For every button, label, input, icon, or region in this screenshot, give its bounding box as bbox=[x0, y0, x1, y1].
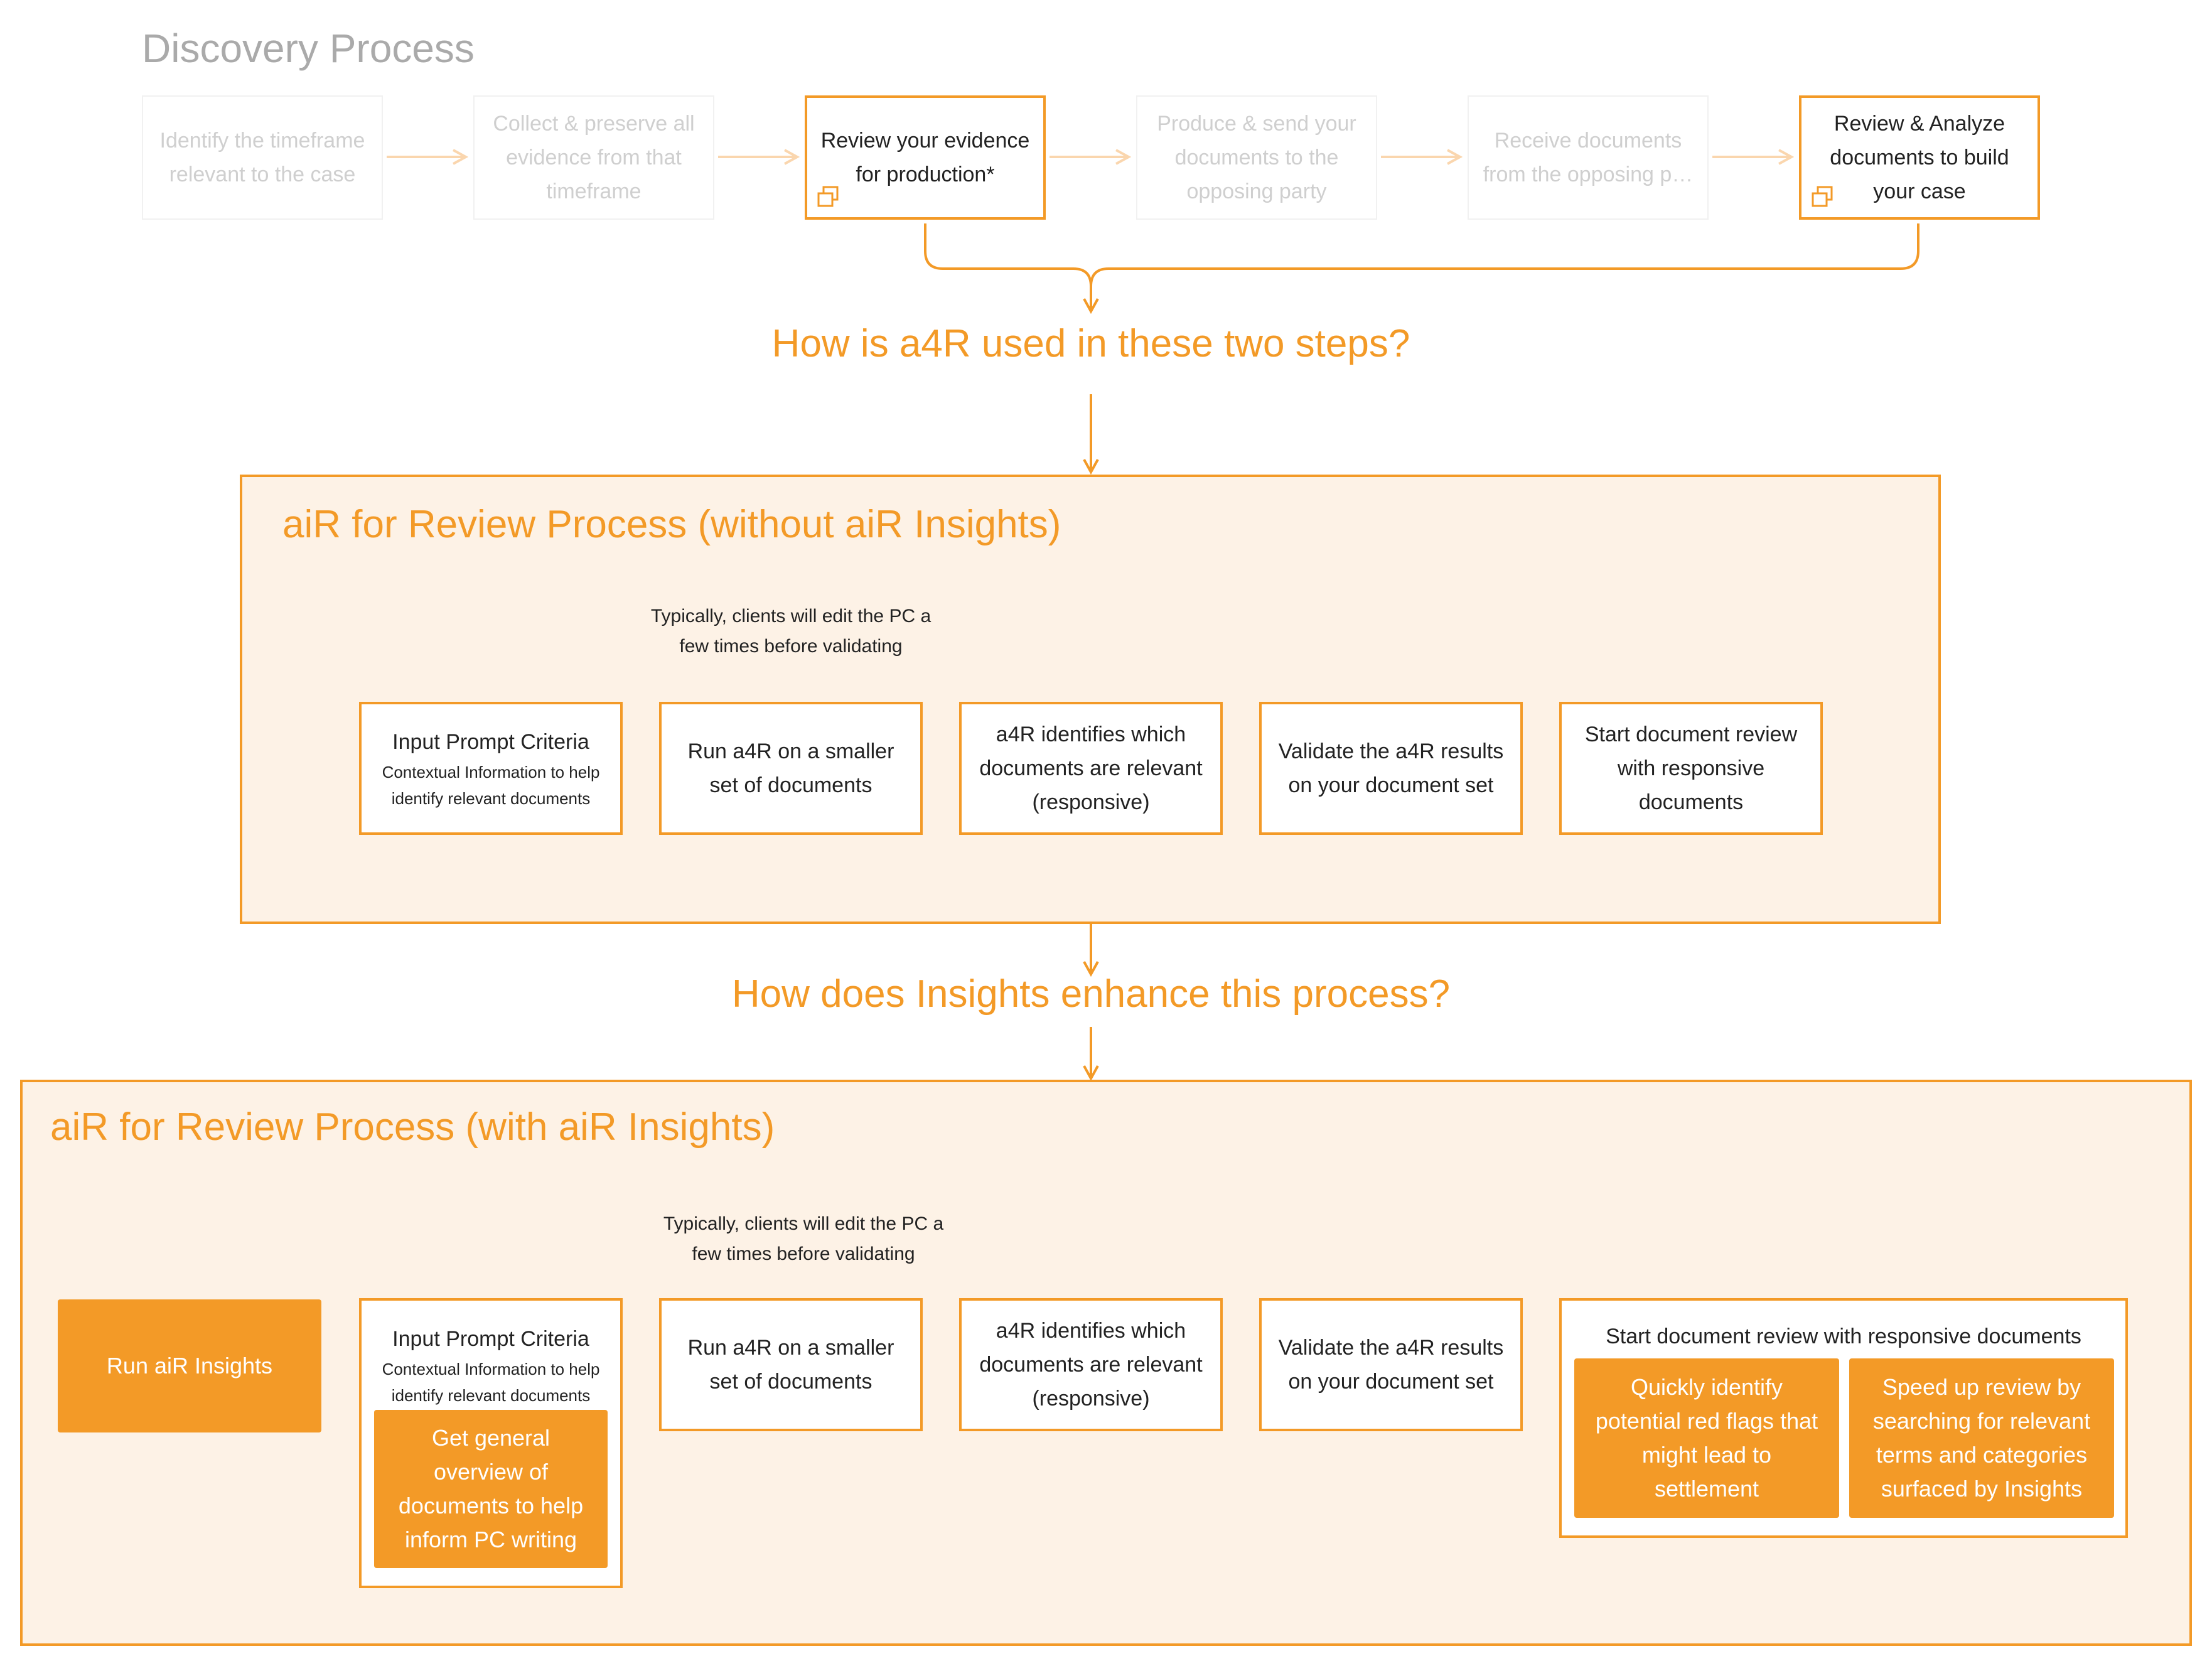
insight-general-overview: Get general overview of documents to hel… bbox=[374, 1410, 608, 1568]
discovery-step-receive-documents: Receive documents from the opposing p… bbox=[1468, 95, 1709, 220]
panel-without-insights-title: aiR for Review Process (without aiR Insi… bbox=[282, 503, 1061, 546]
step-title: Start document review with responsive do… bbox=[1584, 723, 1798, 814]
linked-steps-icon bbox=[1812, 186, 1833, 207]
discovery-step-identify-timeframe: Identify the timeframe relevant to the c… bbox=[142, 95, 383, 220]
step-run-a4r-smaller-set[interactable]: Run a4R on a smaller set of documents bbox=[659, 702, 923, 835]
bracket-connector bbox=[924, 223, 1919, 309]
step-a4r-identifies-relevant[interactable]: a4R identifies which documents are relev… bbox=[959, 702, 1223, 835]
discovery-step-label: Produce & send your documents to the opp… bbox=[1157, 112, 1356, 203]
discovery-step-review-analyze[interactable]: Review & Analyze documents to build your… bbox=[1799, 95, 2040, 220]
step-title: a4R identifies which documents are relev… bbox=[979, 723, 1203, 814]
linked-steps-icon bbox=[817, 186, 839, 207]
discovery-step-label: Identify the timeframe relevant to the c… bbox=[159, 129, 365, 186]
step-start-document-review[interactable]: Start document review with responsive do… bbox=[1559, 702, 1823, 835]
loop-note: Typically, clients will edit the PC a fe… bbox=[650, 606, 932, 657]
step-title: Run a4R on a smaller set of documents bbox=[687, 739, 894, 797]
step-subtitle: Contextual Information to help identify … bbox=[382, 1360, 600, 1405]
step-title: a4R identifies which documents are relev… bbox=[979, 1319, 1203, 1411]
discovery-step-label: Receive documents from the opposing p… bbox=[1483, 129, 1694, 186]
step-a4r-identifies-relevant[interactable]: a4R identifies which documents are relev… bbox=[959, 1298, 1223, 1431]
step-title: Input Prompt Criteria bbox=[392, 730, 589, 754]
step-title: Start document review with responsive do… bbox=[1606, 1325, 2081, 1348]
page-title: Discovery Process bbox=[142, 26, 475, 71]
step-subtitle: Contextual Information to help identify … bbox=[382, 763, 600, 808]
discovery-step-review-evidence[interactable]: Review your evidence for production* bbox=[805, 95, 1046, 220]
step-validate-results[interactable]: Validate the a4R results on your documen… bbox=[1259, 1298, 1523, 1431]
loop-note: Typically, clients will edit the PC a fe… bbox=[663, 1213, 944, 1264]
panel-without-insights bbox=[240, 475, 1941, 924]
step-title: Run a4R on a smaller set of documents bbox=[687, 1336, 894, 1394]
step-title: Validate the a4R results on your documen… bbox=[1278, 739, 1504, 797]
discovery-step-label: Review & Analyze documents to build your… bbox=[1830, 112, 2009, 203]
step-run-a4r-smaller-set[interactable]: Run a4R on a smaller set of documents bbox=[659, 1298, 923, 1431]
step-title: Input Prompt Criteria bbox=[392, 1327, 589, 1351]
discovery-step-label: Collect & preserve all evidence from tha… bbox=[493, 112, 695, 203]
step-input-prompt-criteria[interactable]: Input Prompt Criteria Contextual Informa… bbox=[359, 702, 623, 835]
step-validate-results[interactable]: Validate the a4R results on your documen… bbox=[1259, 702, 1523, 835]
insight-speed-up-review: Speed up review by searching for relevan… bbox=[1849, 1358, 2114, 1518]
insight-red-flags: Quickly identify potential red flags tha… bbox=[1574, 1358, 1839, 1518]
discovery-step-collect-preserve: Collect & preserve all evidence from tha… bbox=[473, 95, 714, 220]
step-title: Validate the a4R results on your documen… bbox=[1278, 1336, 1504, 1394]
discovery-step-produce-send: Produce & send your documents to the opp… bbox=[1136, 95, 1377, 220]
run-air-insights-button[interactable]: Run aiR Insights bbox=[58, 1299, 321, 1432]
panel-with-insights-title: aiR for Review Process (with aiR Insight… bbox=[50, 1105, 775, 1149]
question-how-a4r-used: How is a4R used in these two steps? bbox=[771, 322, 1410, 365]
discovery-step-label: Review your evidence for production* bbox=[820, 129, 1030, 186]
question-insights-enhance: How does Insights enhance this process? bbox=[731, 972, 1451, 1016]
